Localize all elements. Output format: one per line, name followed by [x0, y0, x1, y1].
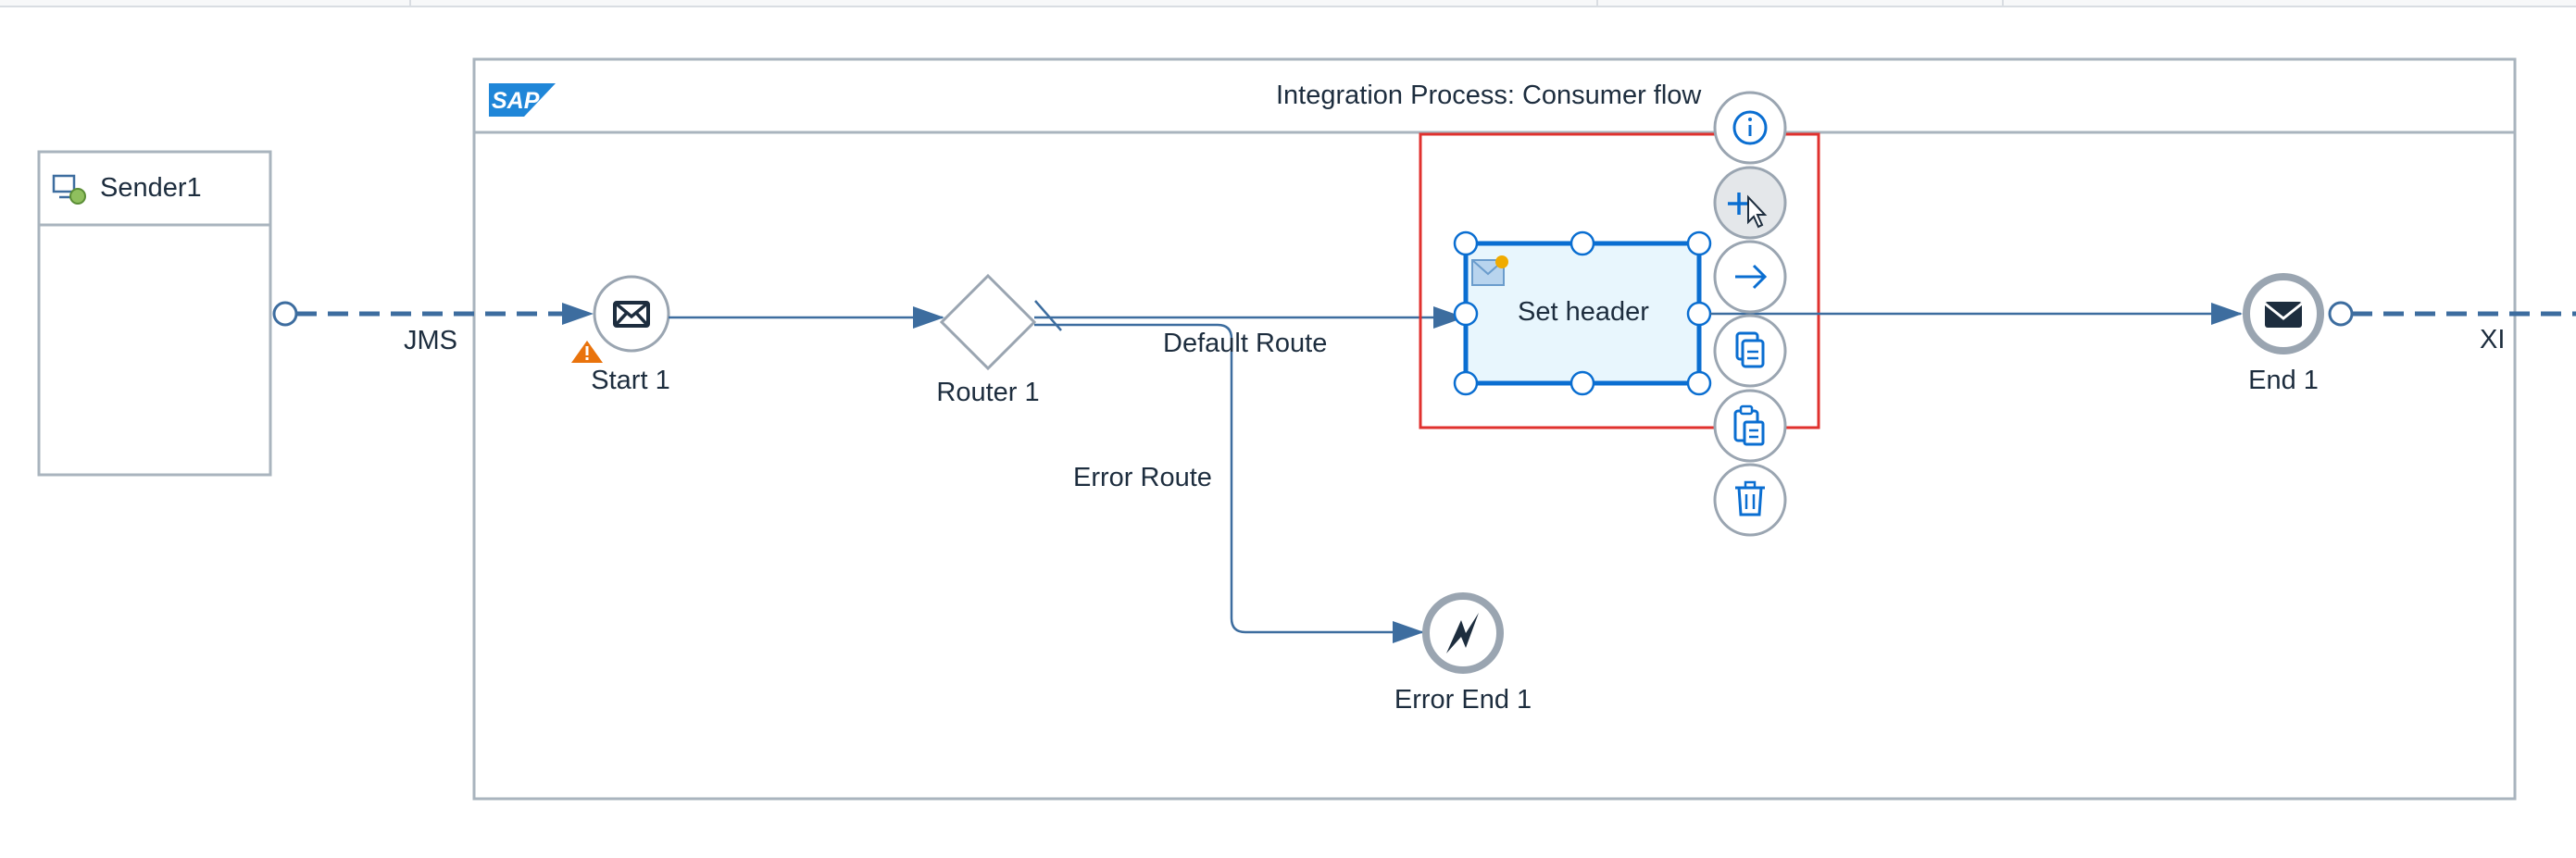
toolbar-separator: [1596, 0, 1598, 6]
error-route-flow[interactable]: [1034, 323, 1424, 643]
xi-channel[interactable]: [2328, 301, 2576, 327]
end-event-label: End 1: [2248, 366, 2319, 395]
sap-logo: SAP: [489, 83, 556, 117]
info-icon[interactable]: [1713, 91, 1787, 165]
toolbar-separator: [2002, 0, 2004, 6]
content-modifier-icon: [1471, 255, 1508, 286]
integration-process-pool[interactable]: [472, 57, 2517, 801]
copy-icon[interactable]: [1713, 314, 1787, 388]
add-connect-icon[interactable]: [1713, 166, 1787, 240]
default-route-label[interactable]: Default Route: [1163, 329, 1328, 358]
error-route-label[interactable]: Error Route: [1073, 463, 1212, 492]
router-gateway[interactable]: [939, 273, 1037, 371]
sender-system-icon: [52, 174, 86, 205]
start-event[interactable]: [593, 275, 670, 353]
sender-participant[interactable]: [37, 150, 272, 477]
xi-channel-label[interactable]: XI: [2480, 325, 2506, 354]
paste-icon[interactable]: [1713, 389, 1787, 463]
delete-icon[interactable]: [1713, 463, 1787, 537]
jms-channel[interactable]: [272, 301, 594, 327]
router-label: Router 1: [936, 378, 1040, 407]
jms-channel-label[interactable]: JMS: [404, 326, 457, 355]
arrow-right-icon[interactable]: [1713, 240, 1787, 314]
warning-icon[interactable]: [571, 341, 603, 363]
selection-highlight-frame: [1419, 132, 1820, 429]
sender-label: Sender1: [100, 173, 202, 203]
error-end-label: Error End 1: [1394, 685, 1532, 715]
end-event[interactable]: [2243, 273, 2324, 354]
top-toolbar-strip: [0, 0, 2576, 7]
svg-text:SAP: SAP: [492, 88, 540, 114]
start-event-label: Start 1: [591, 366, 670, 395]
process-title: Integration Process: Consumer flow: [1276, 81, 1702, 110]
toolbar-separator: [409, 0, 411, 6]
resize-handles[interactable]: [1453, 230, 1712, 396]
set-header-label: Set header: [1518, 297, 1649, 327]
error-end-event[interactable]: [1422, 592, 1504, 674]
